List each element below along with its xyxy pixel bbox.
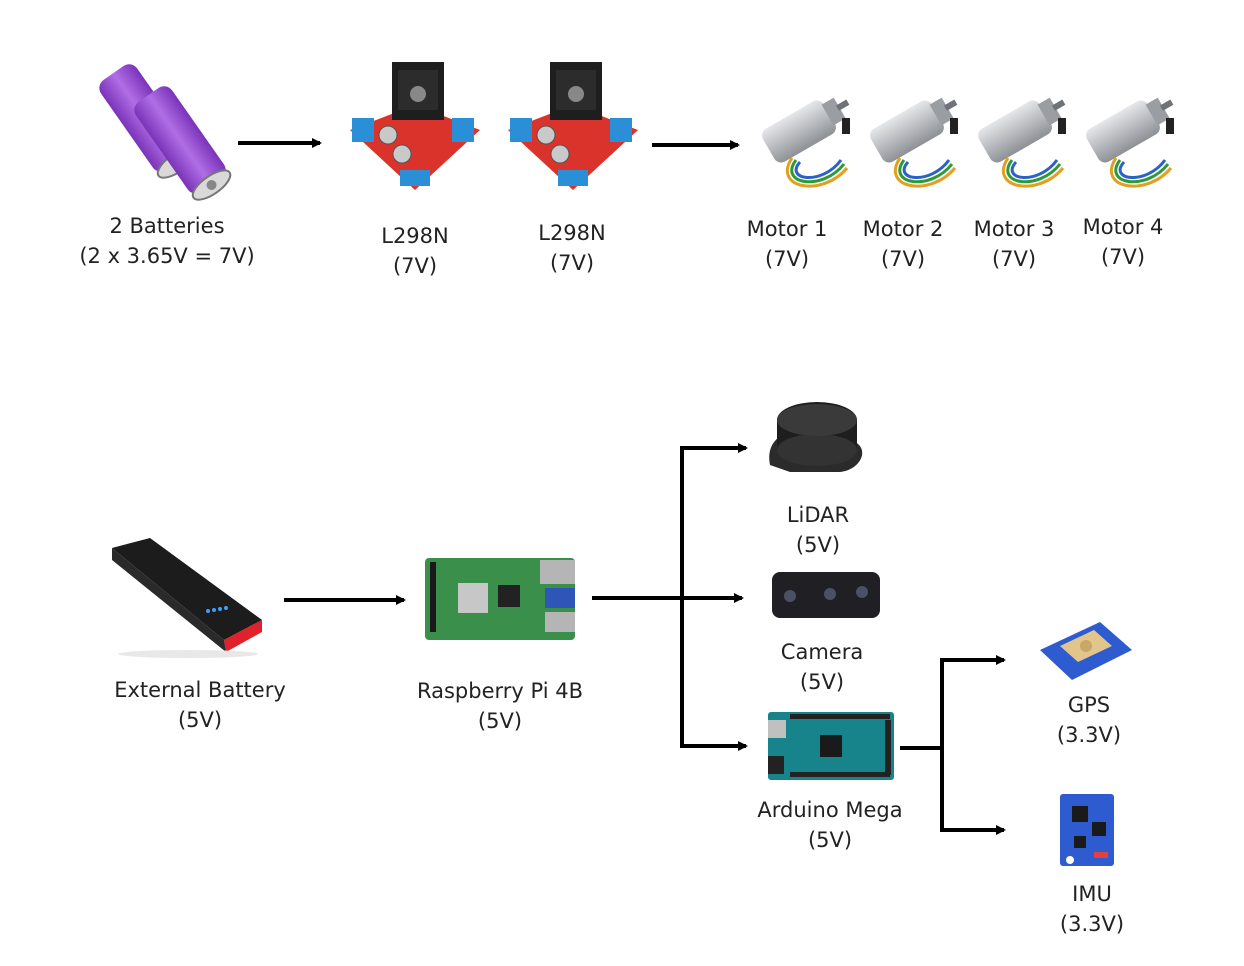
- driver-1-voltage: (7V): [392, 254, 438, 278]
- raspberry-pi-voltage: (5V): [477, 709, 523, 733]
- motor-1-name: Motor 1: [746, 217, 828, 241]
- batteries-image: [99, 64, 232, 201]
- arduino-branch-connectors: [900, 655, 1006, 835]
- imu-voltage: (3.3V): [1059, 912, 1125, 936]
- motor-4-label: Motor 4 (7V): [1083, 212, 1164, 272]
- gps-name: GPS: [1067, 693, 1111, 717]
- arduino-mega-image: [768, 712, 894, 780]
- motor-2-image: [870, 97, 958, 188]
- raspberry-pi-label: Raspberry Pi 4B (5V): [417, 676, 583, 736]
- imu-image: [1060, 794, 1114, 866]
- camera-image: [772, 572, 880, 618]
- motor-3-image: [978, 97, 1066, 188]
- l298n-driver-1-image: [350, 62, 480, 190]
- external-battery-name: External Battery: [114, 678, 286, 702]
- lidar-voltage: (5V): [795, 533, 841, 557]
- external-battery-label: External Battery (5V): [114, 675, 286, 735]
- motor-3-voltage: (7V): [991, 247, 1037, 271]
- motor-1-image: [762, 97, 850, 188]
- lidar-image: [769, 402, 863, 472]
- l298n-driver-2-image: [508, 62, 638, 190]
- motor-4-voltage: (7V): [1100, 245, 1146, 269]
- lidar-label: LiDAR (5V): [787, 500, 849, 560]
- gps-image: [1040, 622, 1132, 680]
- driver-2-name: L298N: [538, 221, 606, 245]
- driver-2-label: L298N (7V): [538, 218, 606, 278]
- driver-1-name: L298N: [381, 224, 449, 248]
- gps-voltage: (3.3V): [1056, 723, 1122, 747]
- arduino-voltage: (5V): [807, 828, 853, 852]
- camera-label: Camera (5V): [781, 637, 863, 697]
- imu-label: IMU (3.3V): [1060, 879, 1124, 939]
- arduino-name: Arduino Mega: [757, 798, 903, 822]
- arduino-label: Arduino Mega (5V): [757, 795, 902, 855]
- camera-voltage: (5V): [799, 670, 845, 694]
- external-battery-image: [112, 538, 262, 658]
- motor-3-label: Motor 3 (7V): [974, 214, 1055, 274]
- driver-1-label: L298N (7V): [381, 221, 449, 281]
- raspberry-pi-image: [425, 558, 575, 640]
- raspberry-pi-name: Raspberry Pi 4B: [416, 679, 584, 703]
- motor-2-voltage: (7V): [880, 247, 926, 271]
- batteries-name: 2 Batteries: [109, 214, 225, 238]
- motor-1-voltage: (7V): [764, 247, 810, 271]
- motor-3-name: Motor 3: [973, 217, 1055, 241]
- driver-2-voltage: (7V): [549, 251, 595, 275]
- motor-2-label: Motor 2 (7V): [863, 214, 944, 274]
- motor-4-image: [1086, 97, 1174, 188]
- pi-branch-connectors: [592, 443, 748, 751]
- imu-name: IMU: [1072, 882, 1112, 906]
- camera-name: Camera: [780, 640, 864, 664]
- batteries-detail: (2 x 3.65V = 7V): [79, 244, 255, 268]
- motor-4-name: Motor 4: [1082, 215, 1164, 239]
- motor-2-name: Motor 2: [862, 217, 944, 241]
- gps-label: GPS (3.3V): [1057, 690, 1121, 750]
- motor-1-label: Motor 1 (7V): [747, 214, 828, 274]
- external-battery-voltage: (5V): [177, 708, 223, 732]
- lidar-name: LiDAR: [786, 503, 850, 527]
- batteries-label: 2 Batteries (2 x 3.65V = 7V): [79, 211, 254, 271]
